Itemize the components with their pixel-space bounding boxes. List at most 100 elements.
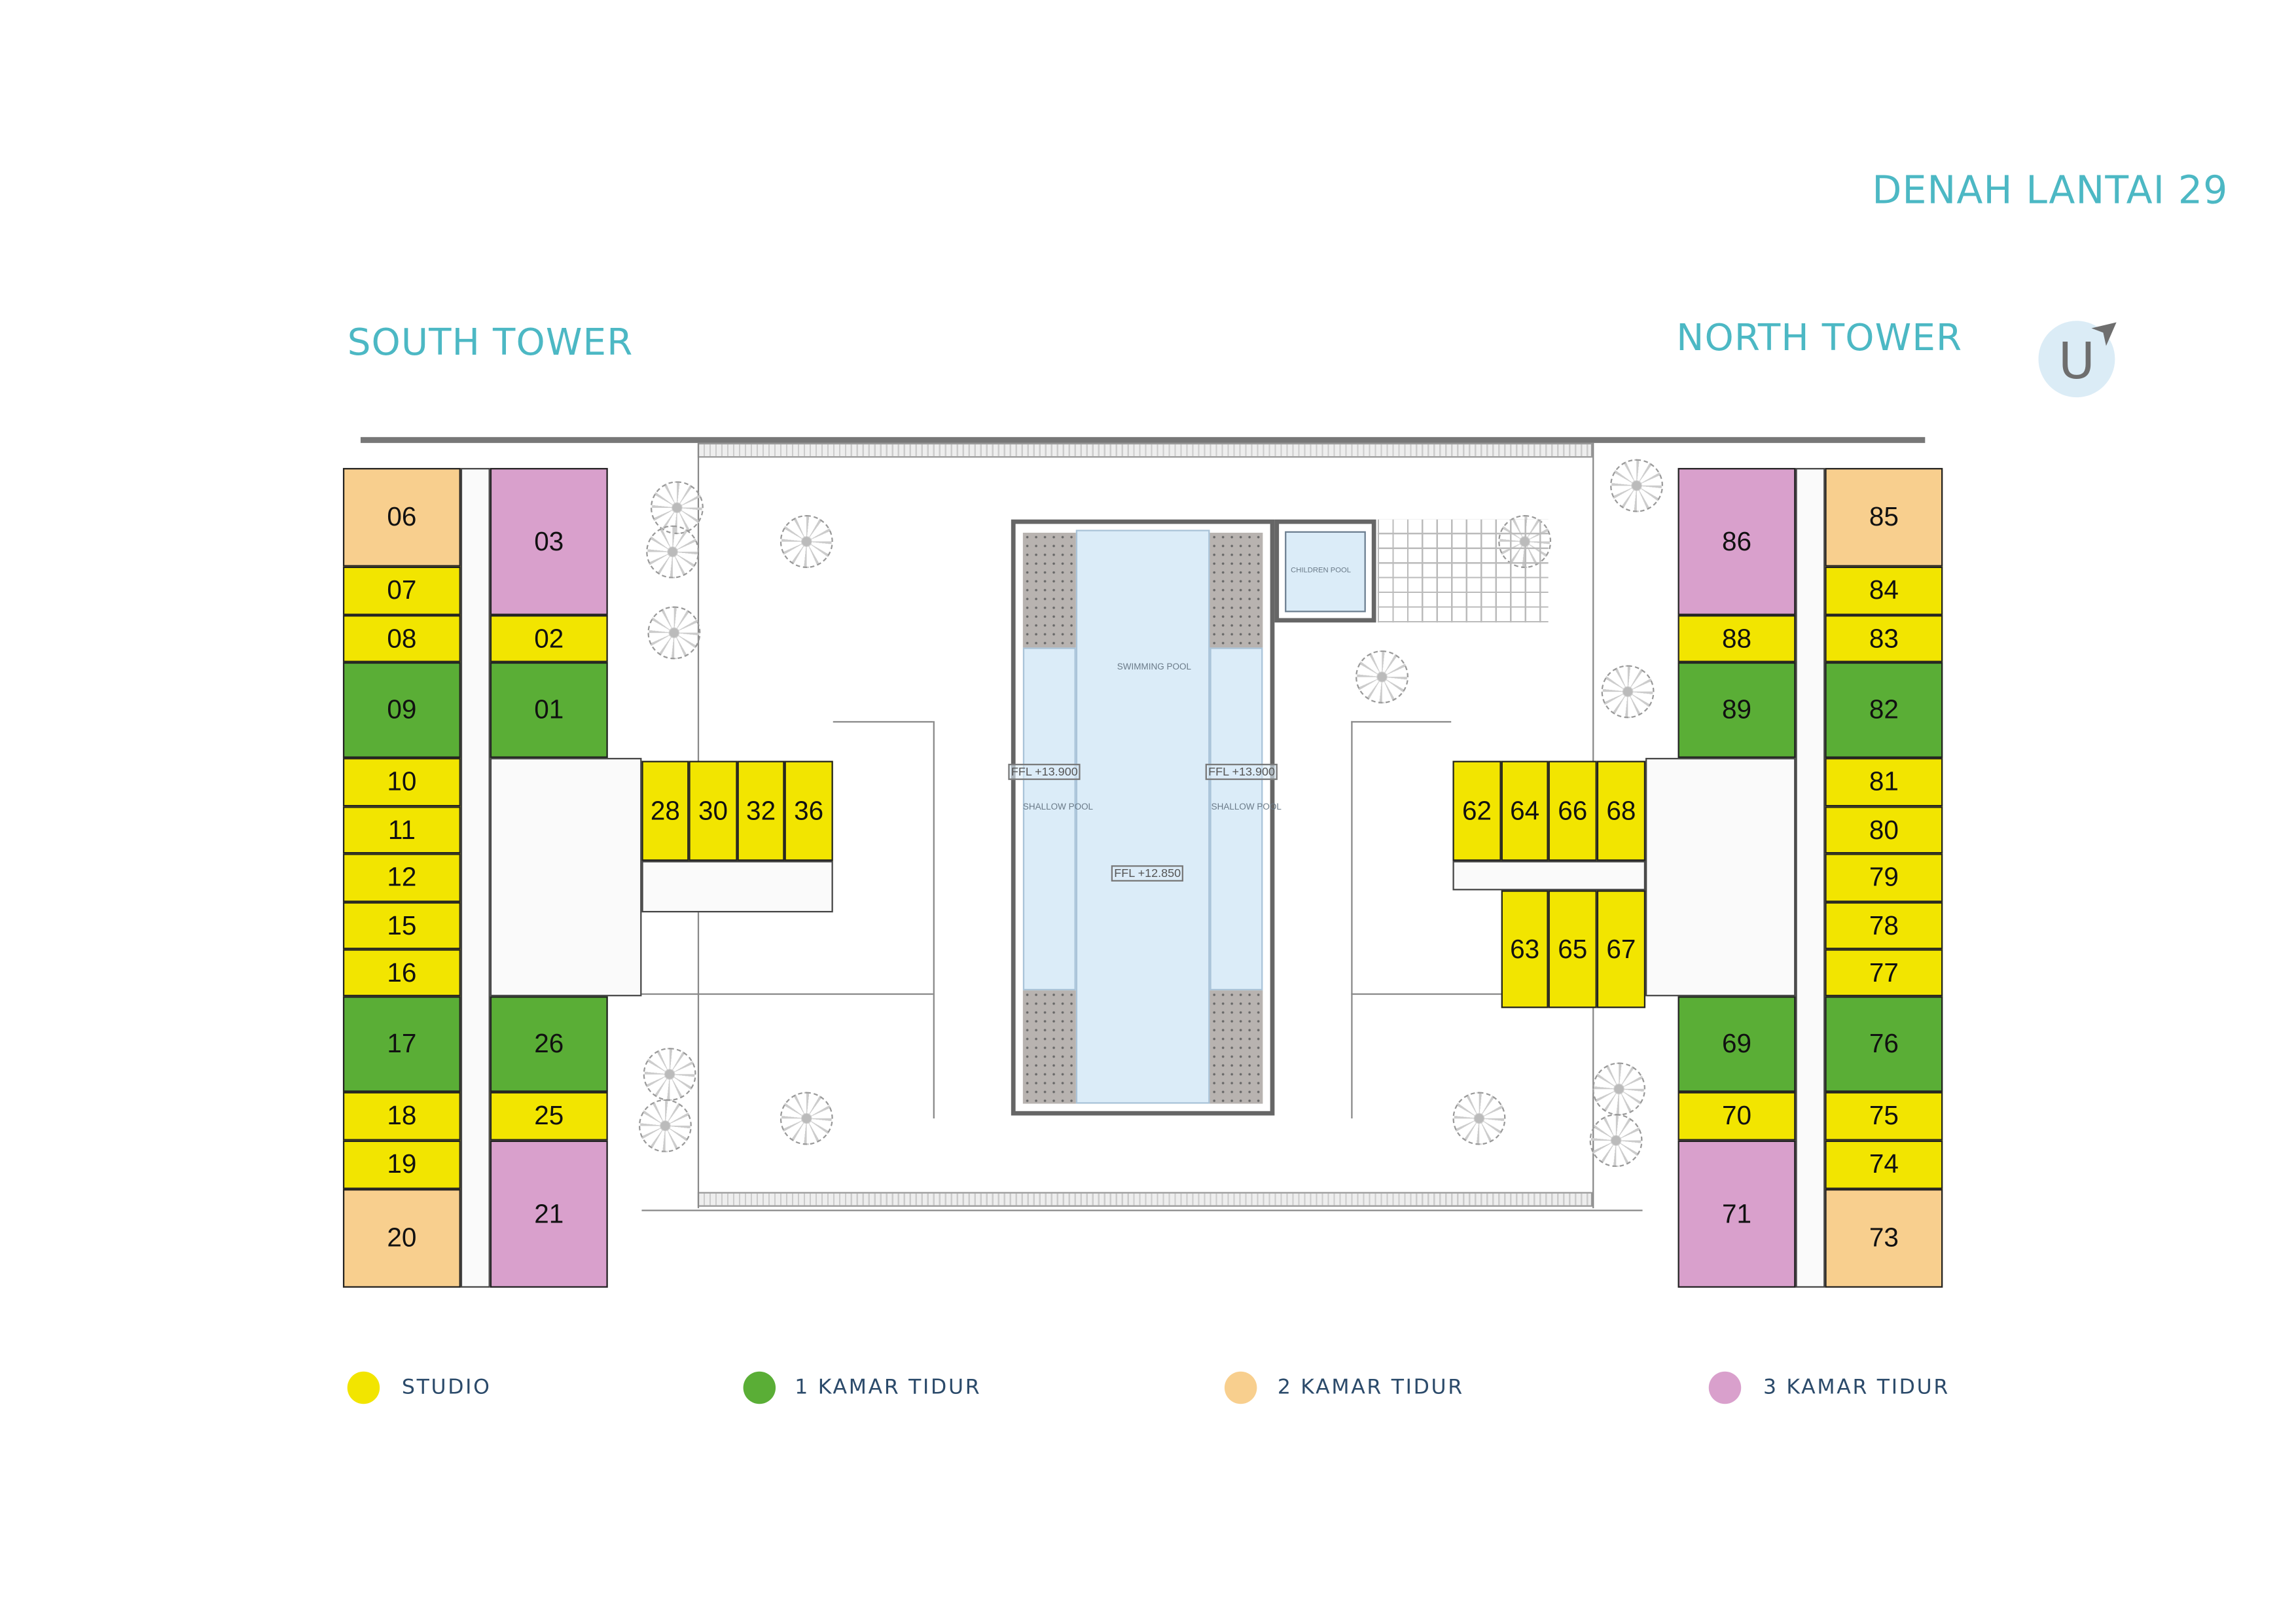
unit-62[interactable]: 62 (1452, 760, 1501, 861)
tree-icon (780, 515, 833, 568)
north-tower-label: NORTH TOWER (1676, 316, 1963, 359)
unit-number: 19 (387, 1149, 417, 1179)
unit-25[interactable]: 25 (490, 1092, 608, 1141)
unit-number: 68 (1606, 795, 1636, 825)
tree-icon (638, 1099, 692, 1152)
tree-icon (650, 481, 704, 535)
unit-63[interactable]: 63 (1501, 890, 1549, 1008)
tree-icon (647, 606, 701, 660)
unit-75[interactable]: 75 (1825, 1092, 1943, 1141)
tree-icon (1592, 1062, 1646, 1116)
unit-number: 06 (387, 501, 417, 531)
unit-number: 67 (1606, 933, 1636, 963)
unit-number: 65 (1558, 933, 1588, 963)
unit-85[interactable]: 85 (1825, 468, 1943, 567)
unit-88[interactable]: 88 (1677, 615, 1796, 662)
page-title: DENAH LANTAI 29 (1872, 169, 2229, 214)
unit-82[interactable]: 82 (1825, 662, 1943, 758)
unit-77[interactable]: 77 (1825, 949, 1943, 997)
planter (1022, 533, 1076, 648)
unit-86[interactable]: 86 (1677, 468, 1796, 615)
unit-number: 10 (387, 766, 417, 796)
roof-line (933, 721, 935, 1119)
unit-09[interactable]: 09 (342, 662, 461, 758)
tree-icon (1610, 459, 1664, 512)
ffl-center-label: FFL +12.850 (1111, 865, 1184, 882)
swimming-pool-label: SWIMMING POOL (1117, 664, 1191, 673)
unit-71[interactable]: 71 (1677, 1140, 1796, 1288)
roof-line (833, 721, 933, 723)
unit-15[interactable]: 15 (342, 902, 461, 950)
roof-line (641, 993, 933, 995)
legend-studio: STUDIO (401, 1376, 492, 1400)
north-wing-corridor (1452, 861, 1646, 891)
unit-68[interactable]: 68 (1596, 760, 1646, 861)
unit-number: 01 (534, 694, 564, 724)
unit-number: 88 (1721, 623, 1751, 653)
unit-76[interactable]: 76 (1825, 996, 1943, 1092)
unit-26[interactable]: 26 (490, 996, 608, 1092)
planter-strip-top (697, 442, 1593, 458)
unit-01[interactable]: 01 (490, 662, 608, 758)
unit-78[interactable]: 78 (1825, 902, 1943, 950)
unit-83[interactable]: 83 (1825, 615, 1943, 662)
unit-81[interactable]: 81 (1825, 758, 1943, 807)
unit-number: 25 (534, 1101, 564, 1131)
unit-73[interactable]: 73 (1825, 1188, 1943, 1288)
unit-number: 02 (534, 623, 564, 653)
shallow-pool-left (1022, 647, 1076, 991)
tree-icon (643, 1048, 696, 1101)
unit-number: 64 (1510, 795, 1540, 825)
tree-icon (780, 1092, 833, 1145)
unit-07[interactable]: 07 (342, 566, 461, 615)
unit-08[interactable]: 08 (342, 615, 461, 662)
children-pool-label: CHILDREN POOL (1291, 566, 1351, 576)
unit-80[interactable]: 80 (1825, 806, 1943, 854)
unit-18[interactable]: 18 (342, 1092, 461, 1141)
unit-89[interactable]: 89 (1677, 662, 1796, 758)
unit-number: 85 (1869, 501, 1899, 531)
unit-79[interactable]: 79 (1825, 853, 1943, 902)
planter (1210, 533, 1263, 648)
unit-17[interactable]: 17 (342, 996, 461, 1092)
unit-19[interactable]: 19 (342, 1140, 461, 1189)
unit-74[interactable]: 74 (1825, 1140, 1943, 1189)
unit-03[interactable]: 03 (490, 468, 608, 615)
unit-12[interactable]: 12 (342, 853, 461, 902)
unit-65[interactable]: 65 (1548, 890, 1597, 1008)
unit-30[interactable]: 30 (689, 760, 738, 861)
south-lift-core (490, 758, 642, 997)
shallow-pool-right-label: SHALLOW POOL (1211, 803, 1282, 813)
unit-66[interactable]: 66 (1548, 760, 1597, 861)
unit-21[interactable]: 21 (490, 1140, 608, 1288)
unit-10[interactable]: 10 (342, 758, 461, 807)
unit-02[interactable]: 02 (490, 615, 608, 662)
unit-number: 74 (1869, 1149, 1899, 1179)
unit-06[interactable]: 06 (342, 468, 461, 567)
tree-icon (1589, 1114, 1643, 1168)
unit-64[interactable]: 64 (1501, 760, 1549, 861)
unit-70[interactable]: 70 (1677, 1092, 1796, 1141)
unit-69[interactable]: 69 (1677, 996, 1796, 1092)
unit-number: 36 (794, 795, 824, 825)
unit-number: 77 (1869, 957, 1899, 987)
unit-67[interactable]: 67 (1596, 890, 1646, 1008)
legend-dot-1br (743, 1371, 776, 1404)
unit-number: 81 (1869, 766, 1899, 796)
planter (1210, 990, 1263, 1104)
legend-2br: 2 KAMAR TIDUR (1277, 1376, 1464, 1400)
tree-icon (1452, 1092, 1506, 1145)
unit-number: 62 (1462, 795, 1492, 825)
unit-28[interactable]: 28 (641, 760, 689, 861)
unit-number: 86 (1721, 526, 1751, 556)
unit-84[interactable]: 84 (1825, 566, 1943, 615)
unit-36[interactable]: 36 (784, 760, 833, 861)
unit-16[interactable]: 16 (342, 949, 461, 997)
unit-32[interactable]: 32 (737, 760, 785, 861)
unit-11[interactable]: 11 (342, 806, 461, 854)
children-pool (1285, 531, 1366, 613)
unit-number: 26 (534, 1028, 564, 1058)
legend-dot-studio (347, 1371, 380, 1404)
unit-20[interactable]: 20 (342, 1188, 461, 1288)
